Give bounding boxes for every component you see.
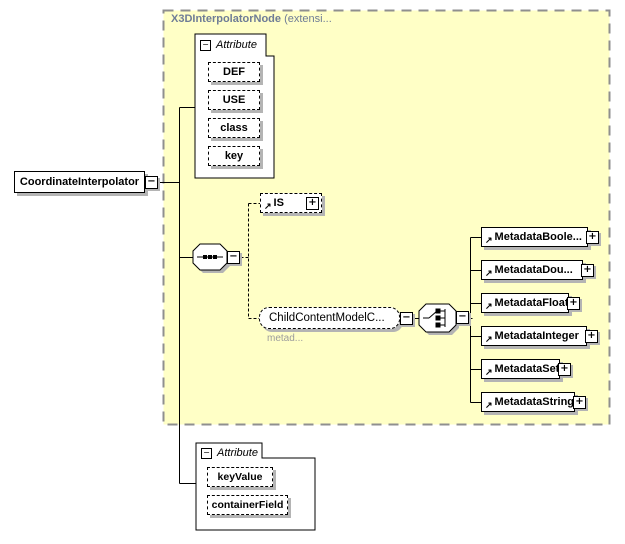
element-metadataboolean[interactable]: ↗ MetadataBoole... (481, 227, 588, 247)
choice-indicator[interactable] (418, 303, 459, 335)
connector-lines (157, 107, 482, 484)
element-metadatafloat[interactable]: ↗ MetadataFloat (481, 293, 569, 313)
group-childcontentmodel[interactable]: ChildContentModelC... (259, 307, 400, 329)
attribute-class[interactable]: class (208, 118, 260, 138)
reference-arrow-icon: ↗ (485, 366, 493, 377)
group-collapse-button[interactable]: − (400, 312, 413, 325)
extension-type-name: X3DInterpolatorNode (171, 13, 282, 25)
attribute-group-bottom-tab: − Attribute (201, 447, 258, 459)
attribute-key[interactable]: key (208, 146, 260, 166)
group-label: ChildContentModelC... (269, 312, 385, 324)
element-label: MetadataBoole... (494, 231, 582, 243)
extension-suffix: (extensi... (281, 13, 332, 25)
choice-icon (423, 308, 446, 328)
metadatafloat-expand-button[interactable]: + (567, 297, 580, 310)
attribute-keyvalue[interactable]: keyValue (207, 467, 273, 487)
element-metadataset[interactable]: ↗ MetadataSet (481, 359, 560, 379)
attribute-containerfield[interactable]: containerField (207, 495, 288, 515)
attribute-group-label: Attribute (216, 39, 257, 51)
element-metadatainteger[interactable]: ↗ MetadataInteger (481, 326, 587, 346)
element-label: MetadataInteger (494, 330, 579, 342)
attribute-use[interactable]: USE (208, 90, 260, 110)
annotation-metad: metad... (267, 333, 304, 344)
reference-arrow-icon: ↗ (485, 234, 493, 245)
attribute-group-top-tab: − Attribute (200, 39, 257, 51)
sequence-indicator[interactable] (192, 243, 230, 273)
reference-arrow-icon: ↗ (485, 300, 493, 311)
metadatastring-expand-button[interactable]: + (573, 396, 586, 409)
choice-collapse-button[interactable]: − (456, 311, 469, 324)
element-label: MetadataDou... (494, 264, 573, 276)
attribute-label: DEF (223, 66, 245, 78)
attribute-label: containerField (211, 499, 284, 511)
reference-arrow-icon: ↗ (485, 399, 493, 410)
reference-arrow-icon: ↗ (485, 267, 493, 278)
collapse-icon[interactable]: − (201, 447, 212, 459)
element-coordinateinterpolator[interactable]: CoordinateInterpolator (14, 171, 145, 193)
metadatainteger-expand-button[interactable]: + (585, 330, 598, 343)
element-metadatadouble[interactable]: ↗ MetadataDou... (481, 260, 583, 280)
element-label: CoordinateInterpolator (19, 176, 140, 188)
metadataset-expand-button[interactable]: + (558, 363, 571, 376)
reference-arrow-icon: ↗ (264, 200, 272, 211)
extension-title: X3DInterpolatorNode (extensi... (171, 13, 332, 25)
attribute-def[interactable]: DEF (208, 62, 260, 82)
collapse-icon[interactable]: − (200, 39, 211, 51)
reference-arrow-icon: ↗ (485, 333, 493, 344)
element-is[interactable]: ↗ IS + (260, 193, 322, 213)
root-collapse-button[interactable]: − (145, 176, 158, 189)
attribute-label: keyValue (217, 471, 263, 483)
sequence-icon (197, 255, 223, 259)
element-metadatastring[interactable]: ↗ MetadataString (481, 392, 575, 412)
element-label: MetadataString (494, 396, 575, 408)
attribute-label: USE (222, 94, 246, 106)
metadatadouble-expand-button[interactable]: + (581, 264, 594, 277)
metadataboolean-expand-button[interactable]: + (586, 231, 599, 244)
attribute-label: key (224, 150, 244, 162)
is-expand-button[interactable]: + (306, 197, 319, 210)
element-label: MetadataFloat (494, 297, 569, 309)
element-label: MetadataSet (494, 363, 560, 375)
sequence-collapse-button[interactable]: − (227, 251, 240, 264)
attribute-group-label: Attribute (217, 447, 258, 459)
attribute-label: class (220, 122, 248, 134)
element-label: IS (273, 197, 284, 209)
